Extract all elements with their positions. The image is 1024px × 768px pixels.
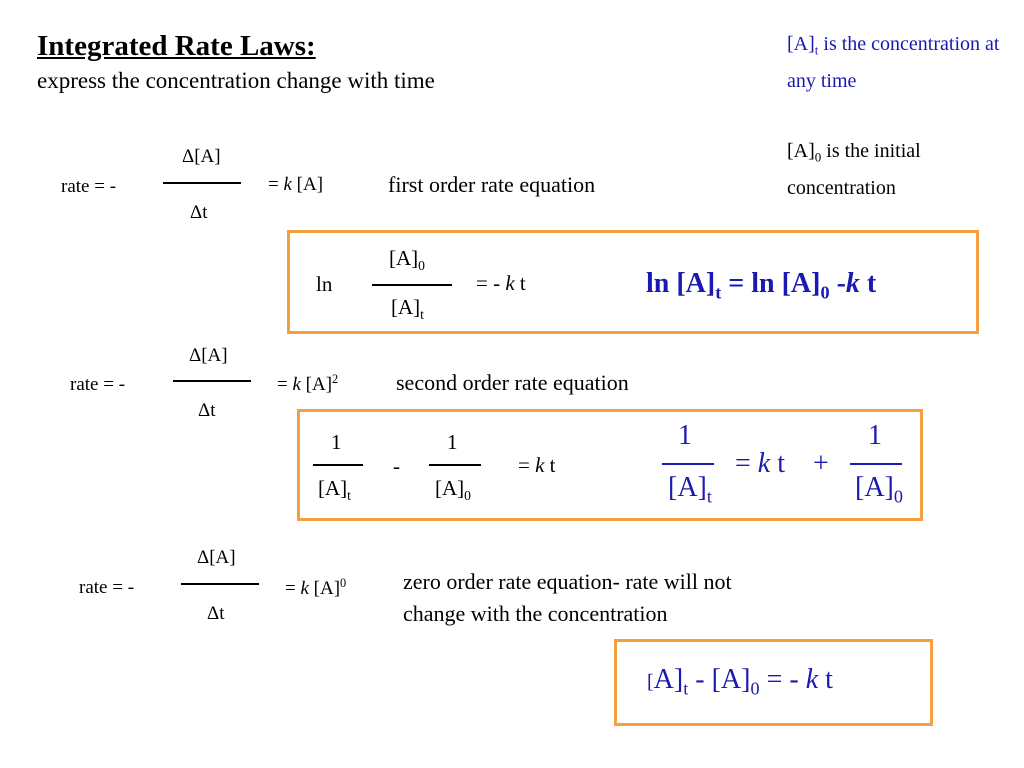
second-order-box-bar-b xyxy=(429,464,481,466)
second-order-result-bar-b xyxy=(850,463,902,465)
zero-order-integrated-box xyxy=(614,639,933,726)
note-at-definition: [A]t is the concentration at any time xyxy=(787,33,1000,92)
second-order-result-bar-a xyxy=(662,463,714,465)
first-order-box-denominator: [A]t xyxy=(391,295,424,322)
second-order-result-den-b: [A]0 xyxy=(855,472,903,507)
second-order-result-rhs: = k t xyxy=(735,448,786,479)
zero-order-rate-label: rate = - xyxy=(79,577,135,598)
zero-order-result-equation: [A]t - [A]0 = - k t xyxy=(647,664,833,699)
second-order-box-one-b: 1 xyxy=(447,430,458,454)
first-order-box-fraction-bar xyxy=(372,284,452,286)
second-order-result-den-a: [A]t xyxy=(668,472,712,507)
first-order-denominator: Δt xyxy=(190,202,208,223)
second-order-box-den-b: [A]0 xyxy=(435,476,471,503)
first-order-description: first order rate equation xyxy=(388,172,596,197)
second-order-denominator: Δt xyxy=(198,400,216,421)
first-order-fraction-bar xyxy=(163,182,241,184)
zero-order-numerator: Δ[A] xyxy=(197,547,236,568)
second-order-numerator: Δ[A] xyxy=(189,345,228,366)
first-order-rate-label: rate = - xyxy=(61,176,117,197)
second-order-rate-label: rate = - xyxy=(70,374,126,395)
second-order-box-one-a: 1 xyxy=(331,430,342,454)
second-order-description: second order rate equation xyxy=(396,370,629,395)
second-order-rhs: = k [A]2 xyxy=(277,372,339,395)
zero-order-description: zero order rate equation- rate will not … xyxy=(403,569,732,626)
first-order-box-rhs: = - k t xyxy=(476,271,526,295)
zero-order-fraction-bar xyxy=(181,583,259,585)
first-order-integrated-box xyxy=(287,230,979,334)
page-title: Integrated Rate Laws: xyxy=(37,30,316,62)
first-order-ln: ln xyxy=(316,272,333,296)
second-order-result-one-b: 1 xyxy=(868,420,882,451)
second-order-result-one-a: 1 xyxy=(678,420,692,451)
second-order-box-minus: - xyxy=(393,454,400,478)
second-order-box-den-a: [A]t xyxy=(318,476,351,503)
second-order-result-plus: + xyxy=(813,448,829,479)
second-order-integrated-box xyxy=(297,409,923,521)
first-order-rhs: = k [A] xyxy=(268,174,324,195)
second-order-box-bar-a xyxy=(313,464,363,466)
note-a0-definition: [A]0 is the initial concentration xyxy=(787,140,921,199)
page-subtitle: express the concentration change with ti… xyxy=(37,68,435,93)
second-order-box-rhs: = k t xyxy=(518,453,556,477)
first-order-numerator: Δ[A] xyxy=(182,146,221,167)
first-order-box-numerator: [A]0 xyxy=(389,246,425,273)
first-order-result-equation: ln [A]t = ln [A]0 -k t xyxy=(646,268,877,303)
zero-order-denominator: Δt xyxy=(207,603,225,624)
second-order-fraction-bar xyxy=(173,380,251,382)
zero-order-rhs: = k [A]0 xyxy=(285,576,347,599)
